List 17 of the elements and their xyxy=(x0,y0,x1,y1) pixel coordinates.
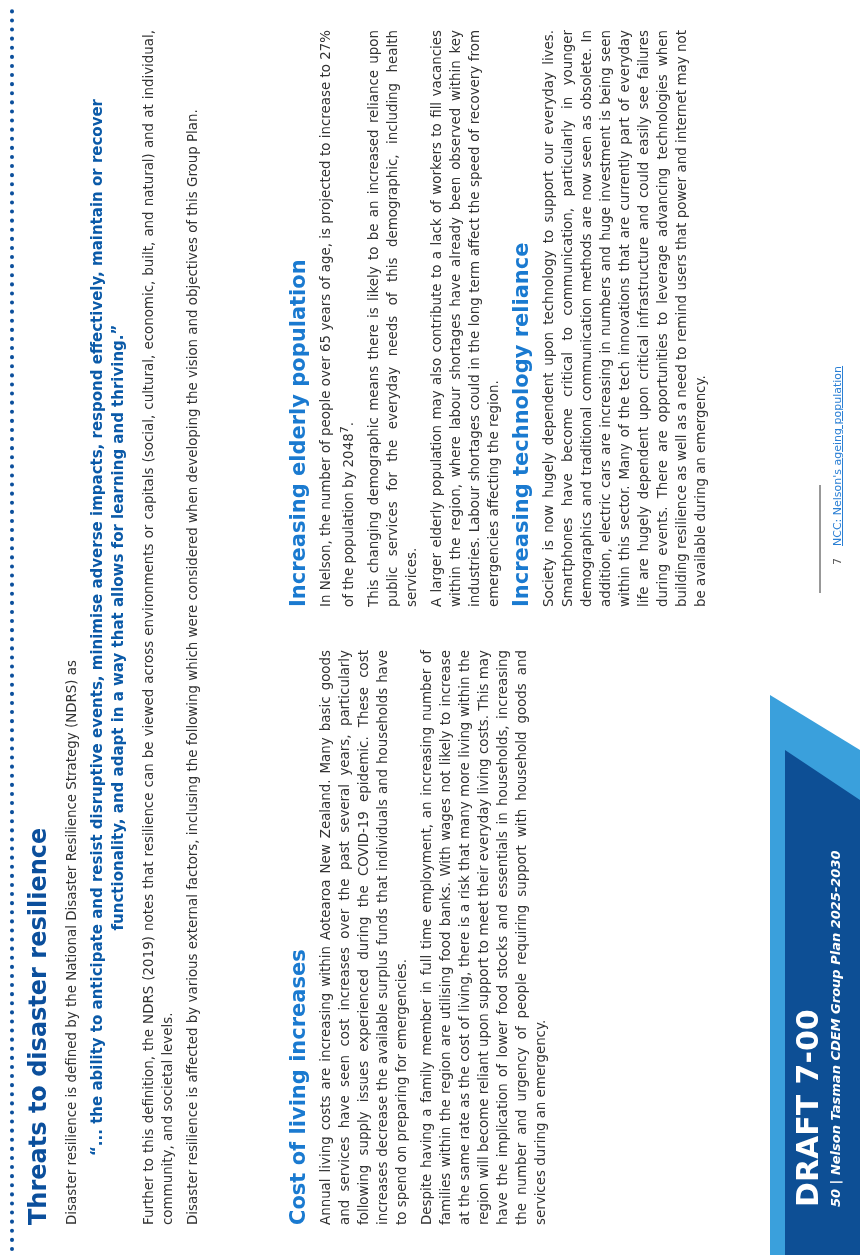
quotation: “... the ability to anticipate and resist disruptive events, minimise adverse impacts, respond effectively, maintain or recover functionality, and adapt in a way that allows for learning and thriving.” xyxy=(87,98,128,1158)
section-heading: Increasing technology reliance xyxy=(509,241,534,607)
draft-label: DRAFT 7-00 xyxy=(790,1009,826,1207)
paragraph: Despite having a family member in full time employment, an increasing number of families within the region are utilising food banks. With wages not likely to increase at the same rate as the cost of living, there is a risk that many more living within the region will become reliant upon support to meet their everyday living costs. This may have the implication of lower food stocks and essentials in households, increasing the number and urgency of people requiring support with household goods and services during an emergency. xyxy=(418,650,549,1225)
page-title: Threats to disaster resilience xyxy=(24,826,52,1225)
paragraph: Disaster resilience is affected by various external factors, inclusing the following which were considered when developing the vision and objectives of this Group Plan. xyxy=(184,108,201,1225)
paragraph: Annual living costs are increasing within Aotearoa New Zealand. Many basic goods and services have seen cost increases over the past several years, particularly following supply issues experienced during the COVID-19 epidemic. These cost increases decrease the available surplus funds that individuals and households have to spend on preparing for emergencies. xyxy=(317,650,410,1225)
section-heading: Cost of living increases xyxy=(286,948,310,1225)
footnote-link: NCC: Nelson's ageing population xyxy=(831,365,844,546)
footer-text: 50 | Nelson Tasman CDEM Group Plan 2025-2030 xyxy=(828,850,843,1207)
section-heading: Increasing elderly population xyxy=(286,258,310,607)
footnote-number: 7 xyxy=(831,558,844,565)
paragraph: A larger elderly population may also contribute to a lack of workers to fill vacancies within the region, where labour shortages have already been observed within key industries. Labour shortages could in the long term affect the speed of recovery from emergencies affecting the region. xyxy=(428,30,503,607)
paragraph: This changing demographic means there is likely to be an increased reliance upon public services for the everyday needs of this demographic, including health services. xyxy=(365,30,421,607)
paragraph: Further to this definition, the NDRS (2019) notes that resilience can be viewed across environments or capitals (social, cultural, economic, built, and natural) and at individual, community, and societal levels. xyxy=(140,30,176,1225)
paragraph: Society is now hugely dependent upon technology to support our everyday lives. Smartphones have become critical to communication, particularly in younger demographics and traditional communication methods are now seen as obsolete. In addition, electric cars are increasing in numbers and huge investment is being seen within this sector. Many of the tech innovations that are currently part of everyday life are hugely dependent upon critical infrastructure and could easily see failures during events. There are opportunities to leverage advancing technologies when building resilience as well as a need to remind users that power and internet may not be available during an emergency. xyxy=(540,30,710,607)
paragraph: Disaster resilience is defined by the National Disaster Resilience Strategy (NDRS) as xyxy=(63,659,80,1225)
